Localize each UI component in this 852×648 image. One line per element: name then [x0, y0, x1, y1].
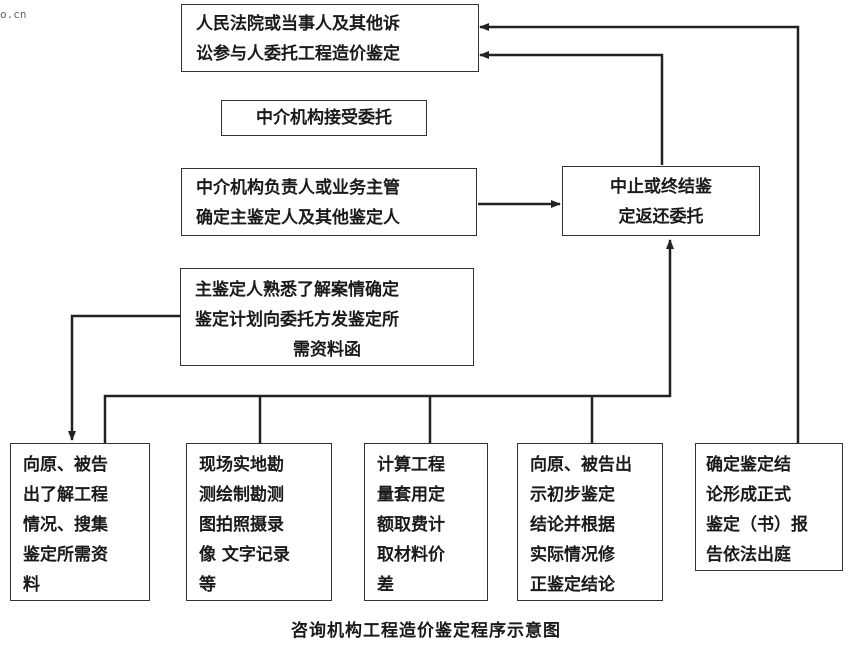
node-step2-line-5: 等 [199, 575, 216, 595]
node-step3-line-3: 额取费计 [377, 515, 445, 535]
node-step-preliminary-conclusion: 向原、被告出 示初步鉴定 结论并根据 实际情况修 正鉴定结论 [517, 443, 663, 601]
node-step-calculate-quantities: 计算工程 量套用定 额取费计 取材料价 差 [364, 443, 488, 601]
node-step2-line-4: 像 文字记录 [199, 545, 290, 565]
diagram-caption: 咨询机构工程造价鉴定程序示意图 [291, 621, 561, 641]
node-step1-line-4: 鉴定所需资 [23, 545, 108, 565]
node-plan-line-3: 需资料函 [293, 340, 361, 360]
node-step1-line-3: 情况、搜集 [23, 515, 108, 535]
node-assign-appraisers: 中介机构负责人或业务主管 确定主鉴定人及其他鉴定人 [181, 168, 477, 236]
node-final-line-2: 论形成正式 [706, 485, 791, 505]
node-step-site-survey: 现场实地勘 测绘制勘测 图拍照摄录 像 文字记录 等 [186, 443, 332, 601]
node-final-report: 确定鉴定结 论形成正式 鉴定（书）报 告依法出庭 [695, 443, 843, 571]
node-terminate-line-1: 中止或终结鉴 [610, 177, 712, 197]
node-step2-line-1: 现场实地勘 [199, 455, 284, 475]
node-final-line-1: 确定鉴定结 [706, 455, 791, 475]
node-plan-line-2: 鉴定计划向委托方发鉴定所 [195, 310, 399, 330]
node-final-line-3: 鉴定（书）报 [706, 515, 808, 535]
node-step4-line-3: 结论并根据 [530, 515, 615, 535]
node-final-line-4: 告依法出庭 [706, 545, 791, 565]
node-step2-line-2: 测绘制勘测 [199, 485, 284, 505]
arrow-terminate-to-court [479, 51, 664, 165]
node-step1-line-1: 向原、被告 [23, 455, 108, 475]
node-plan-line-1: 主鉴定人熟悉了解案情确定 [195, 280, 399, 300]
node-step4-line-5: 正鉴定结论 [530, 575, 615, 595]
node-accept-line-1: 中介机构接受委托 [256, 108, 392, 128]
node-step3-line-1: 计算工程 [377, 455, 445, 475]
node-terminate-return: 中止或终结鉴 定返还委托 [562, 166, 760, 236]
node-accept-entrust: 中介机构接受委托 [221, 100, 427, 136]
node-step2-line-3: 图拍照摄录 [199, 515, 284, 535]
node-step4-line-2: 示初步鉴定 [530, 485, 615, 505]
node-terminate-line-2: 定返还委托 [618, 207, 704, 227]
node-step3-line-5: 差 [377, 575, 394, 595]
arrow-plan-to-step1 [68, 314, 180, 441]
node-assign-line-2: 确定主鉴定人及其他鉴定人 [196, 208, 400, 228]
node-step4-line-4: 实际情况修 [530, 545, 615, 565]
node-step3-line-2: 量套用定 [377, 485, 445, 505]
node-court-line-2: 讼参与人委托工程造价鉴定 [196, 44, 400, 64]
node-step3-line-4: 取材料价 [377, 545, 445, 565]
node-assign-line-1: 中介机构负责人或业务主管 [196, 178, 400, 198]
arrow-final-to-court [479, 23, 800, 443]
node-court-entrust: 人民法院或当事人及其他诉 讼参与人委托工程造价鉴定 [181, 4, 479, 72]
node-plan-request: 主鉴定人熟悉了解案情确定 鉴定计划向委托方发鉴定所 需资料函 [180, 268, 474, 366]
node-court-line-1: 人民法院或当事人及其他诉 [196, 14, 400, 34]
node-step-collect-info: 向原、被告 出了解工程 情况、搜集 鉴定所需资 料 [10, 443, 150, 601]
node-step4-line-1: 向原、被告出 [530, 455, 632, 475]
arrow-steps-to-terminate [103, 239, 674, 443]
node-step1-line-2: 出了解工程 [23, 485, 108, 505]
node-step1-line-5: 料 [23, 575, 40, 595]
watermark: o.cn [0, 8, 27, 21]
